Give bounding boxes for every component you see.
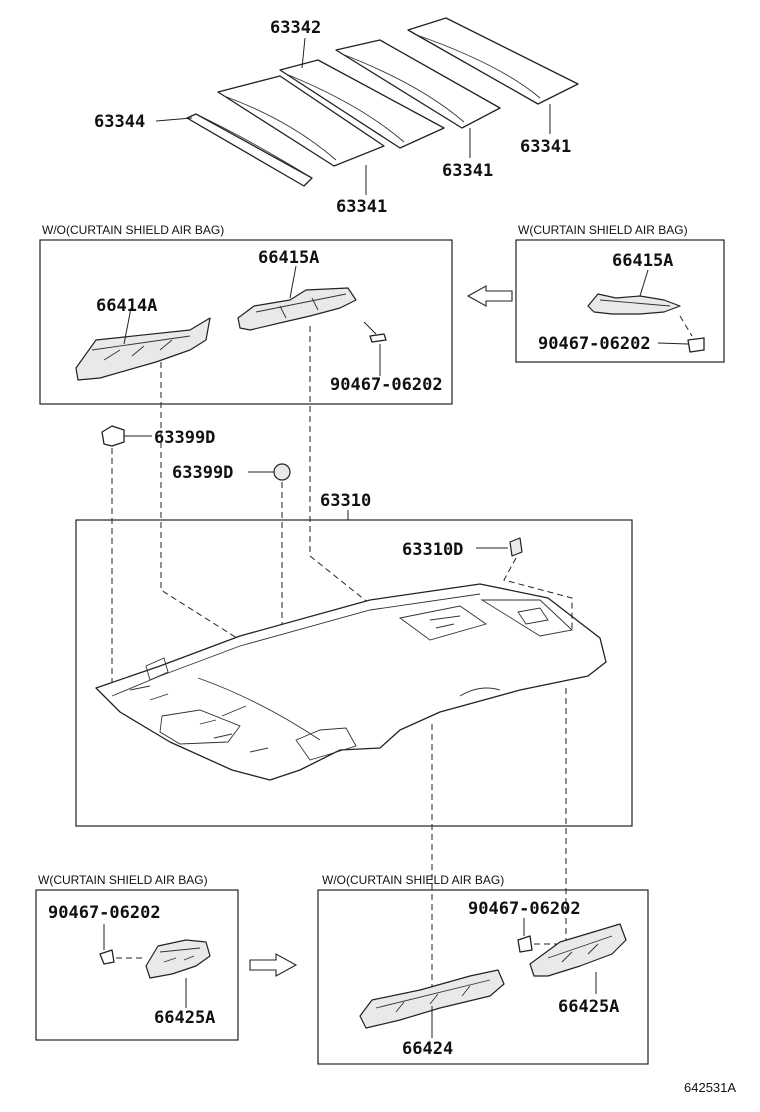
leader-90467-b [657,342,689,345]
label-90467-b: 90467-06202 [538,334,651,354]
clip-90467-lower-a[interactable] [99,949,115,965]
label-63344: 63344 [94,112,145,132]
retainer-66425a-lower-left-part[interactable] [145,939,211,979]
leader-66414a [123,307,132,345]
caption-upper-right: W(CURTAIN SHIELD AIR BAG) [518,223,688,237]
holder-63399d-b-part[interactable] [273,463,291,481]
retainer-66415a-alt-part[interactable] [587,293,681,315]
label-66424: 66424 [402,1039,453,1059]
clip-90467-upper-a[interactable] [363,321,387,343]
label-63341-a: 63341 [336,197,387,217]
label-63310: 63310 [320,491,371,511]
clip-63310d-part[interactable] [509,537,523,557]
dash-66414a [160,362,241,641]
retainer-66414a-part[interactable] [75,317,211,381]
label-63310d: 63310D [402,540,463,560]
leader-66415a-b [639,269,649,297]
label-90467-d: 90467-06202 [468,899,581,919]
label-63342: 63342 [270,18,321,38]
roof-pad-4-part[interactable] [335,39,501,129]
label-63341-c: 63341 [520,137,571,157]
upper-right-box [515,239,725,363]
label-66415a-a: 66415A [258,248,319,268]
label-66415a-b: 66415A [612,251,673,271]
arrow-right-icon [249,953,298,977]
figure-id: 642531A [684,1080,736,1095]
retainer-66415a-part[interactable] [237,287,357,331]
clip-90467-lower-b[interactable] [517,935,533,953]
caption-lower-left: W(CURTAIN SHIELD AIR BAG) [38,873,208,887]
roof-pad-3-part[interactable] [279,59,445,149]
dash-clip-upper-b [679,315,693,337]
holder-63399d-a-part[interactable] [101,425,125,447]
headliner-63310-part[interactable] [95,583,607,781]
label-90467-c: 90467-06202 [48,903,161,923]
label-63399d-b: 63399D [172,463,233,483]
dash-66415a [309,326,371,605]
retainer-66425a-lower-right-part[interactable] [529,923,627,977]
roof-pads [186,17,579,187]
caption-lower-right: W/O(CURTAIN SHIELD AIR BAG) [322,873,504,887]
leader-63342 [301,37,306,69]
lower-right-box [317,889,649,1065]
arrow-left-icon [466,285,513,307]
clip-90467-upper-b[interactable] [687,337,705,353]
label-63341-b: 63341 [442,161,493,181]
leader-63344 [155,117,193,122]
lower-left-box [35,889,239,1041]
label-66425a-a: 66425A [154,1008,215,1028]
headliner-box [75,519,633,827]
label-90467-a: 90467-06202 [330,375,443,395]
retainer-66424-part[interactable] [359,969,505,1029]
roof-pad-5-part[interactable] [407,17,579,105]
label-66425a-b: 66425A [558,997,619,1017]
roof-pad-front-part[interactable] [186,113,313,187]
upper-left-box [39,239,453,405]
label-66414a: 66414A [96,296,157,316]
leader-66415a-a [289,265,297,299]
dash-63310d [503,557,573,632]
label-63399d-a: 63399D [154,428,215,448]
caption-upper-left: W/O(CURTAIN SHIELD AIR BAG) [42,223,224,237]
roof-pad-2-part[interactable] [217,75,385,167]
